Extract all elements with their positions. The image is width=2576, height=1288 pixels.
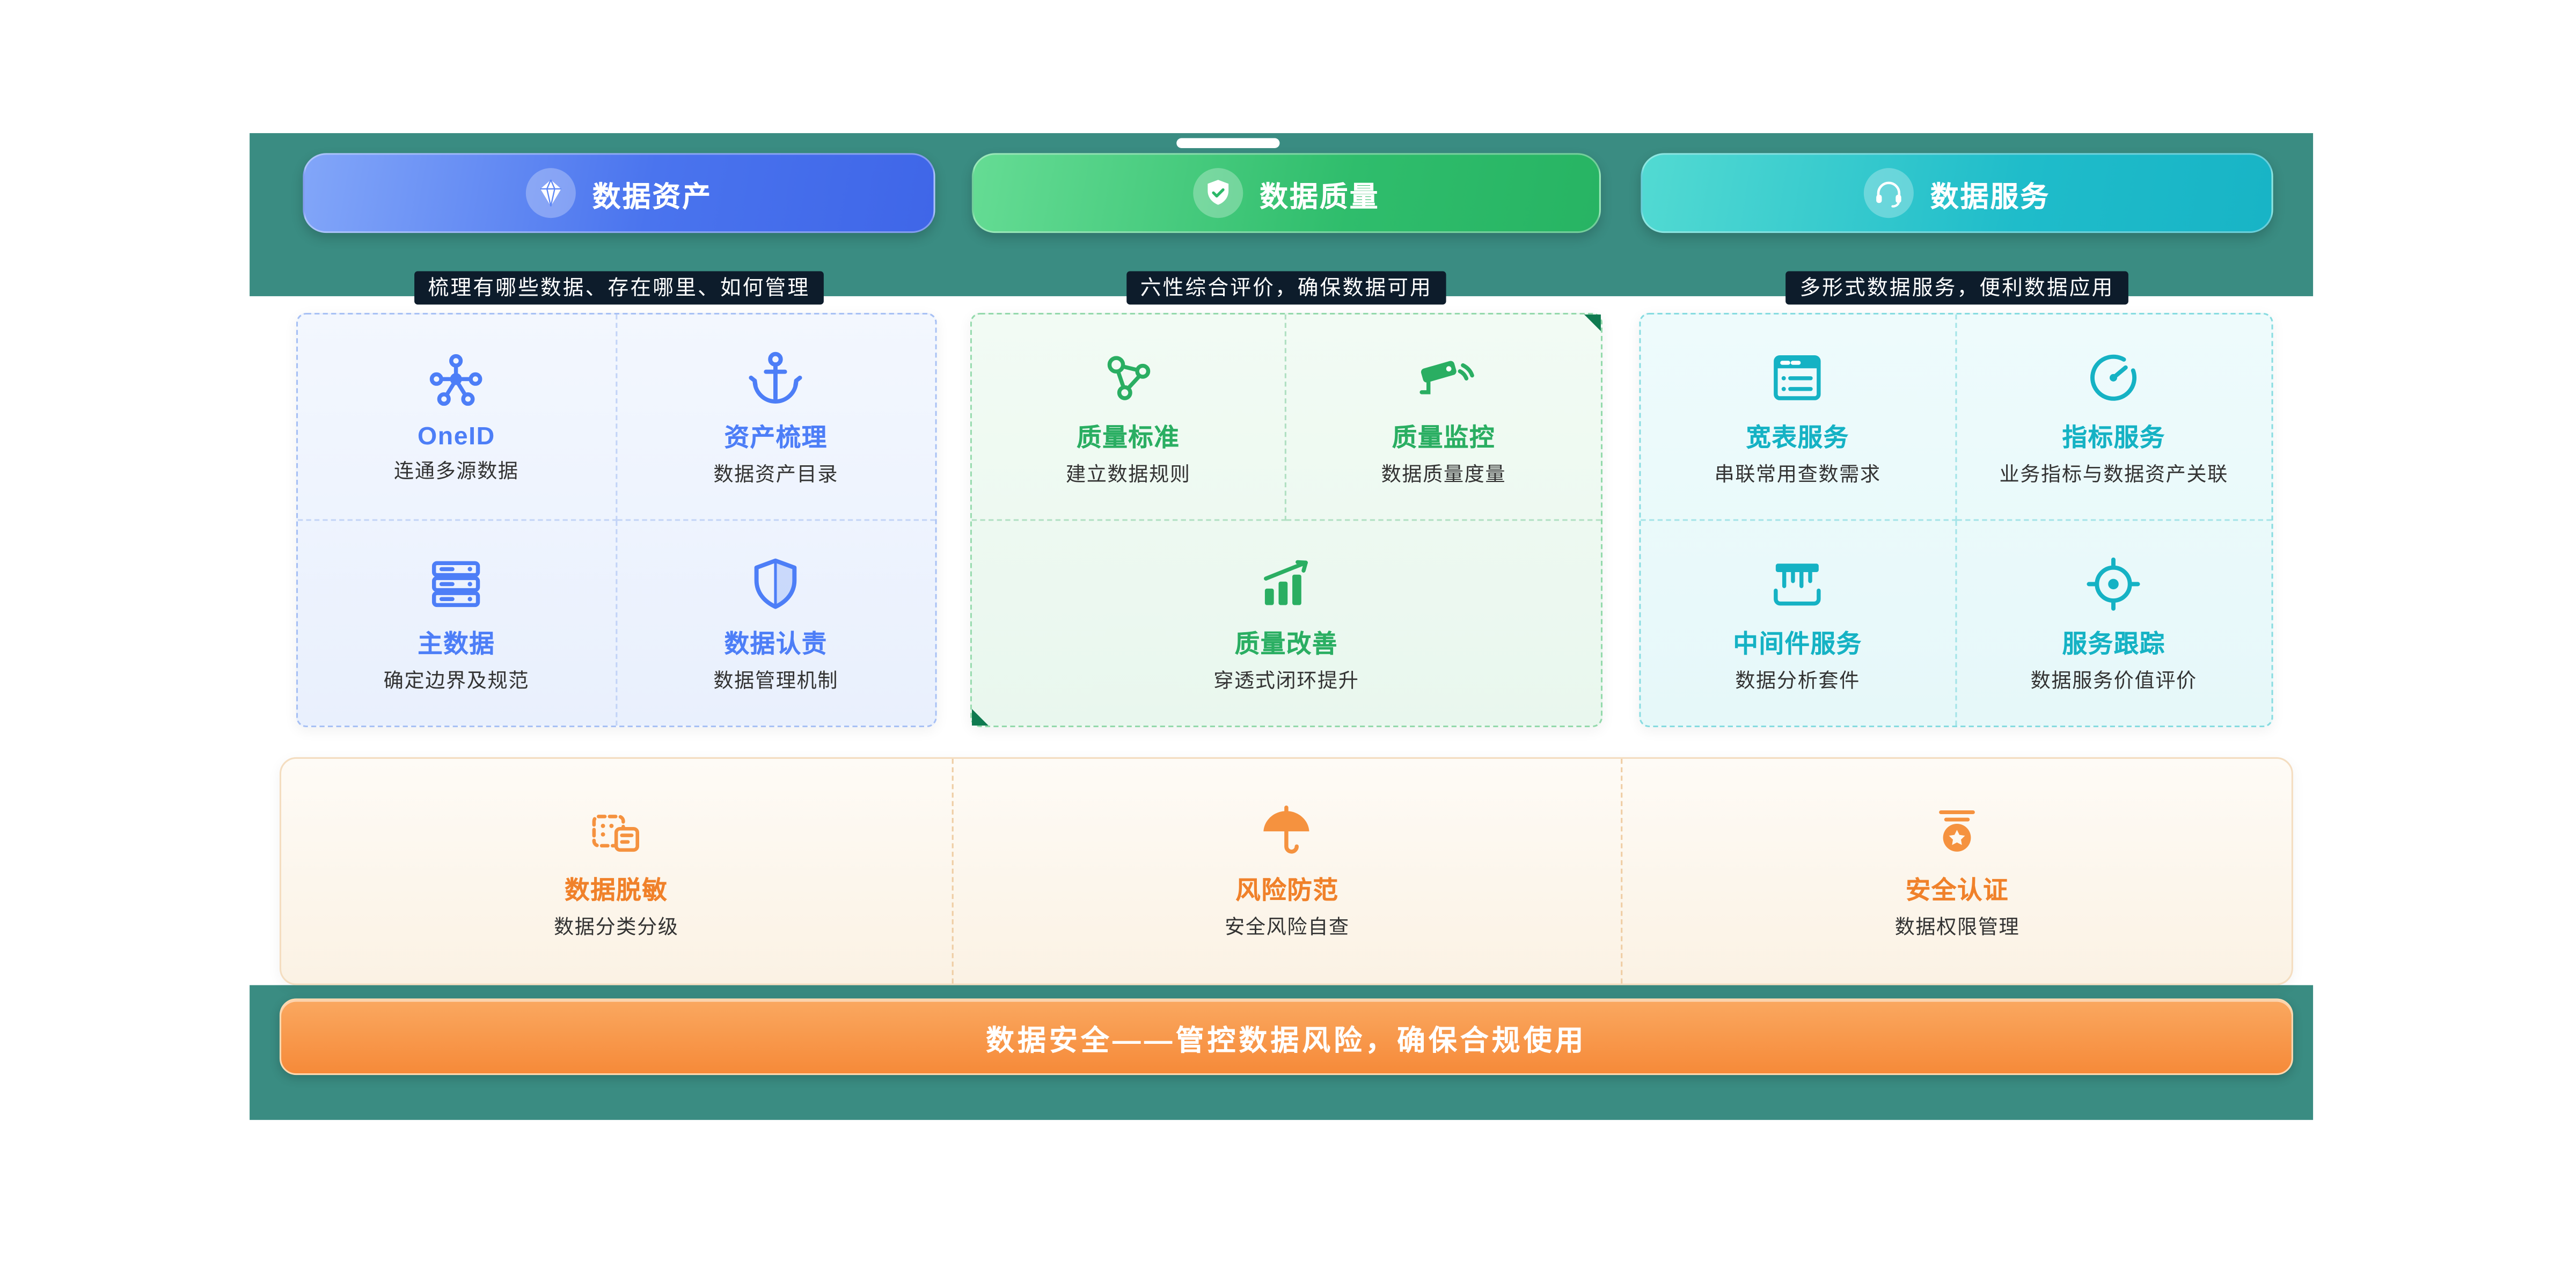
feature-item-data-accountability: 数据认责 数据管理机制 bbox=[617, 520, 935, 726]
tab-label: 数据服务 bbox=[1930, 180, 2051, 213]
feature-item-metric-service: 指标服务 业务指标与数据资产关联 bbox=[1956, 314, 2272, 520]
feature-item-quality-standard: 质量标准 建立数据规则 bbox=[971, 314, 1286, 520]
tab-data-quality[interactable]: 数据质量 bbox=[971, 153, 1601, 233]
feature-title: 安全认证 bbox=[1905, 877, 2009, 905]
feature-desc: 安全风险自查 bbox=[1225, 915, 1350, 939]
feature-desc: 业务指标与数据资产关联 bbox=[1999, 462, 2228, 486]
feature-item-service-tracking: 服务跟踪 数据服务价值评价 bbox=[1956, 520, 2272, 726]
feature-desc: 穿透式闭环提升 bbox=[1213, 668, 1359, 692]
panel-data-security: 数据脱敏 数据分类分级 风险防范 安全风险自查 安全认证 数据权限管理 bbox=[279, 757, 2293, 985]
feature-title: 数据认责 bbox=[724, 630, 828, 659]
mask-icon bbox=[588, 802, 645, 862]
feature-title: 资产梳理 bbox=[724, 423, 828, 452]
badge-icon bbox=[1929, 802, 1985, 862]
feature-desc: 数据服务价值评价 bbox=[2030, 668, 2197, 692]
feature-title: 质量标准 bbox=[1077, 423, 1180, 452]
feature-title: 主数据 bbox=[418, 630, 495, 659]
anchor-icon bbox=[746, 346, 806, 409]
gauge-icon bbox=[2084, 346, 2144, 409]
feature-title: 宽表服务 bbox=[1746, 423, 1849, 452]
feature-title: 服务跟踪 bbox=[2062, 630, 2165, 659]
feature-title: 质量监控 bbox=[1392, 423, 1496, 452]
feature-item-data-masking: 数据脱敏 数据分类分级 bbox=[281, 759, 952, 984]
tab-label: 数据资产 bbox=[592, 180, 713, 213]
quality-subtitle: 六性综合评价，确保数据可用 bbox=[972, 271, 1601, 305]
target-icon bbox=[2084, 552, 2144, 616]
umbrella-icon bbox=[1259, 802, 1315, 862]
tab-data-services[interactable]: 数据服务 bbox=[1641, 153, 2273, 233]
molecule-icon bbox=[1099, 346, 1159, 409]
middleware-icon bbox=[1768, 552, 1828, 616]
shield-check-icon bbox=[1193, 168, 1243, 218]
feature-item-security-certification: 安全认证 数据权限管理 bbox=[1621, 758, 2292, 984]
top-accent-bar bbox=[1176, 138, 1280, 148]
feature-title: 风险防范 bbox=[1235, 877, 1339, 905]
panel-data-services: 宽表服务 串联常用查数需求 指标服务 业务指标与数据资产关联 中间件服务 数据分… bbox=[1639, 312, 2273, 728]
tab-label: 数据质量 bbox=[1260, 180, 1380, 213]
feature-desc: 连通多源数据 bbox=[394, 459, 519, 482]
feature-desc: 数据质量度量 bbox=[1381, 462, 1506, 486]
feature-item-risk-prevention: 风险防范 安全风险自查 bbox=[951, 758, 1622, 984]
security-banner: 数据安全——管控数据风险，确保合规使用 bbox=[279, 998, 2293, 1075]
feature-desc: 数据管理机制 bbox=[713, 668, 839, 692]
gem-icon bbox=[525, 168, 576, 218]
panel-data-assets: OneID 连通多源数据 资产梳理 数据资产目录 主数据 确定边界及规范 bbox=[296, 312, 937, 728]
feature-item-middleware-service: 中间件服务 数据分析套件 bbox=[1641, 519, 1956, 726]
feature-desc: 数据分类分级 bbox=[553, 915, 679, 939]
feature-desc: 数据资产目录 bbox=[713, 462, 839, 486]
feature-title: 中间件服务 bbox=[1733, 630, 1862, 659]
panel-data-quality: 质量标准 建立数据规则 质量监控 数据质量度量 质量改善 穿透式闭环提升 bbox=[970, 312, 1603, 728]
cctv-icon bbox=[1414, 346, 1474, 409]
feature-desc: 确定边界及规范 bbox=[383, 668, 530, 692]
feature-desc: 建立数据规则 bbox=[1066, 462, 1191, 486]
shield-icon bbox=[746, 552, 806, 616]
security-banner-text: 数据安全——管控数据风险，确保合规使用 bbox=[986, 1024, 1587, 1056]
feature-item-wide-table-service: 宽表服务 串联常用查数需求 bbox=[1641, 314, 1956, 520]
chart-up-icon bbox=[1256, 552, 1316, 616]
feature-item-oneid: OneID 连通多源数据 bbox=[298, 314, 617, 520]
headset-icon bbox=[1863, 168, 1914, 218]
feature-item-asset-sorting: 资产梳理 数据资产目录 bbox=[616, 314, 935, 520]
feature-title: OneID bbox=[418, 422, 495, 451]
feature-item-quality-improvement: 质量改善 穿透式闭环提升 bbox=[972, 520, 1601, 726]
database-icon bbox=[427, 552, 487, 616]
feature-desc: 串联常用查数需求 bbox=[1714, 462, 1881, 486]
feature-title: 质量改善 bbox=[1234, 630, 1338, 659]
network-icon bbox=[427, 349, 487, 412]
feature-item-master-data: 主数据 确定边界及规范 bbox=[298, 519, 617, 726]
feature-title: 数据脱敏 bbox=[565, 877, 668, 905]
feature-desc: 数据权限管理 bbox=[1894, 915, 2020, 939]
feature-desc: 数据分析套件 bbox=[1735, 668, 1860, 692]
services-subtitle: 多形式数据服务，便利数据应用 bbox=[1641, 271, 2273, 305]
assets-subtitle: 梳理有哪些数据、存在哪里、如何管理 bbox=[303, 271, 935, 305]
tab-data-assets[interactable]: 数据资产 bbox=[303, 153, 935, 233]
feature-item-quality-monitoring: 质量监控 数据质量度量 bbox=[1286, 314, 1601, 520]
table-icon bbox=[1768, 346, 1828, 409]
feature-title: 指标服务 bbox=[2062, 423, 2165, 452]
